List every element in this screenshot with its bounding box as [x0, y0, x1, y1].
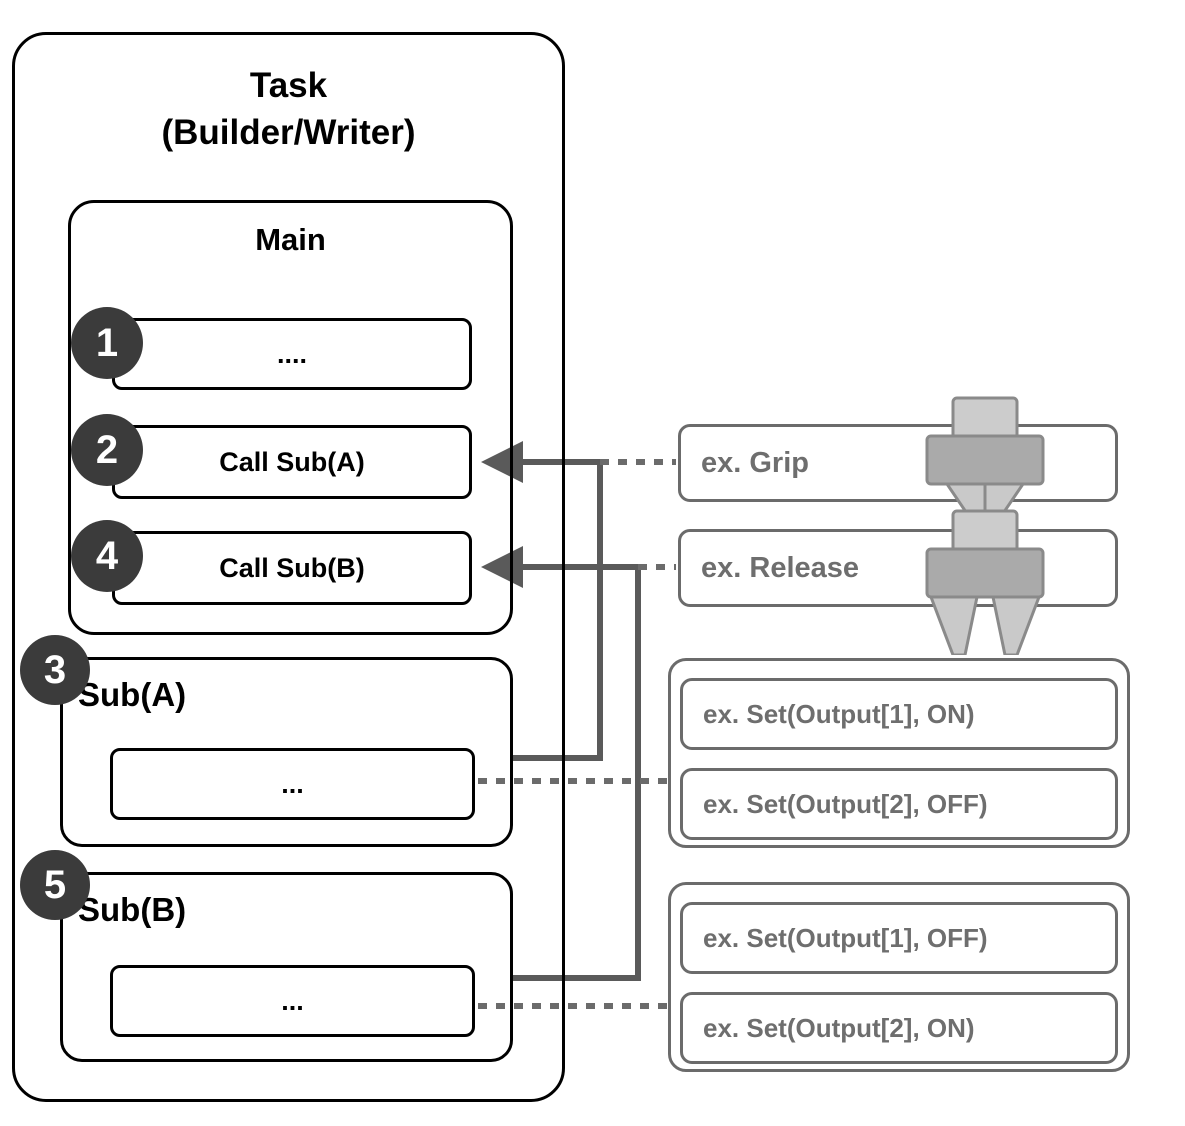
step-badge-5: 5	[20, 850, 90, 920]
sub-a-body-statement[interactable]: ...	[110, 748, 475, 820]
example-group-sub-a	[668, 658, 1130, 848]
step-badge-1: 1	[71, 307, 143, 379]
task-title-line2: (Builder/Writer)	[161, 113, 416, 153]
main-title: Main	[255, 222, 326, 257]
example-release-box[interactable]: ex. Release	[678, 529, 1118, 607]
step-badge-3: 3	[20, 635, 90, 705]
example-set-output-2-off[interactable]: ex. Set(Output[2], OFF)	[680, 768, 1118, 840]
gripper-open-icon	[925, 509, 1045, 655]
sub-a-label: Sub(A)	[78, 676, 187, 713]
sub-b-body-statement[interactable]: ...	[110, 965, 475, 1037]
sub-b-container	[60, 872, 513, 1062]
connector-sub-a-return	[481, 441, 603, 761]
main-statement-1[interactable]: ....	[112, 318, 472, 390]
example-grip-box[interactable]: ex. Grip	[678, 424, 1118, 502]
sub-a-container	[60, 657, 513, 847]
example-set-output-1-off[interactable]: ex. Set(Output[1], OFF)	[680, 902, 1118, 974]
step-badge-2: 2	[71, 414, 143, 486]
example-set-output-1-on[interactable]: ex. Set(Output[1], ON)	[680, 678, 1118, 750]
sub-b-label: Sub(B)	[78, 891, 187, 928]
main-statement-call-sub-a[interactable]: Call Sub(A)	[112, 425, 472, 499]
main-statement-call-sub-b[interactable]: Call Sub(B)	[112, 531, 472, 605]
main-container	[68, 200, 513, 635]
task-title-line1: Task	[249, 66, 328, 105]
task-title: Task (Builder/Writer)	[12, 62, 565, 157]
example-set-output-2-on[interactable]: ex. Set(Output[2], ON)	[680, 992, 1118, 1064]
step-badge-4: 4	[71, 520, 143, 592]
example-group-sub-b	[668, 882, 1130, 1072]
gripper-closed-icon	[925, 396, 1045, 532]
task-container	[12, 32, 565, 1102]
